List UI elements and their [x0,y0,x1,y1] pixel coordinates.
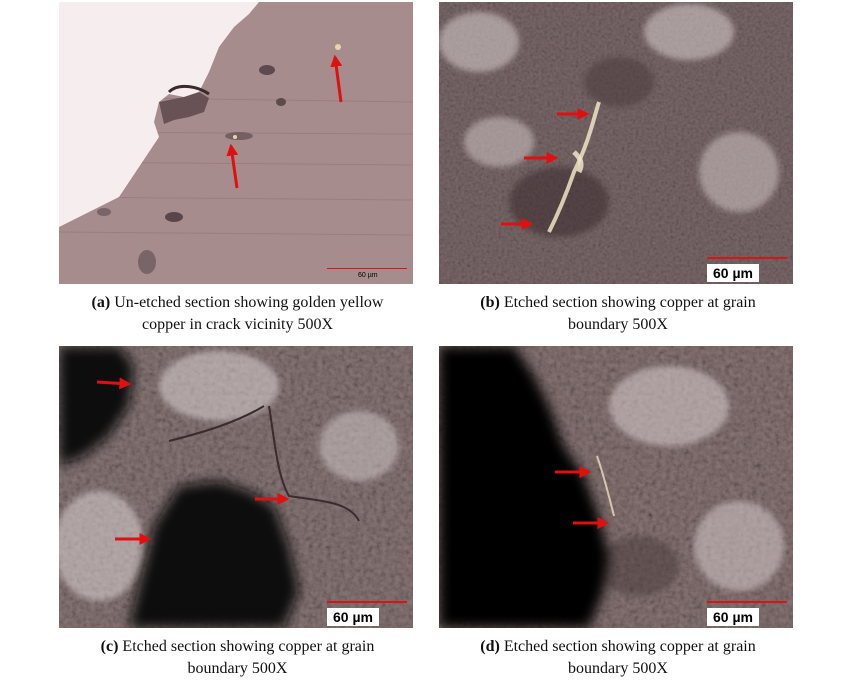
micrograph-c-image [59,346,413,628]
scale-bar-label: 60 µm [707,264,759,282]
micrograph-d-image [439,346,793,628]
micrograph-a: 60 µm [59,2,413,284]
caption-a-line2: copper in crack vicinity 500X [141,316,334,333]
caption-b-line1: Etched section showing copper at grain [503,294,756,311]
caption-a: (a) Un-etched section showing golden yel… [45,292,430,336]
caption-d-tag: (d) [480,638,500,655]
scale-bar-label: 60 µm [707,608,759,626]
micrograph-c: 60 µm [59,346,413,628]
micrograph-b-image [439,2,793,284]
arrow-indicator [330,54,343,103]
scale-bar-line [327,268,407,269]
caption-d-line2: boundary 500X [568,660,668,677]
scale-bar-label: 60 µm [358,272,378,279]
caption-b: (b) Etched section showing copper at gra… [428,292,808,336]
caption-c-line1: Etched section showing copper at grain [122,638,375,655]
caption-b-line2: boundary 500X [568,316,668,333]
caption-c-tag: (c) [100,638,119,655]
micrograph-a-image [59,2,413,284]
caption-a-tag: (a) [91,294,111,311]
arrow-indicator [96,377,132,390]
caption-c: (c) Etched section showing copper at gra… [45,636,430,680]
caption-c-line2: boundary 500X [187,660,288,677]
scale-bar-line [707,601,787,603]
caption-b-tag: (b) [480,294,500,311]
micrograph-b: 60 µm [439,2,793,284]
arrow-indicator [226,143,239,189]
micrograph-d: 60 µm [439,346,793,628]
scale-bar-label: 60 µm [327,608,379,626]
scale-bar-line [327,601,407,603]
caption-d: (d) Etched section showing copper at gra… [428,636,808,680]
caption-d-line1: Etched section showing copper at grain [503,638,756,655]
caption-a-line1: Un-etched section showing golden yellow [114,294,384,311]
scale-bar-line [707,257,787,259]
